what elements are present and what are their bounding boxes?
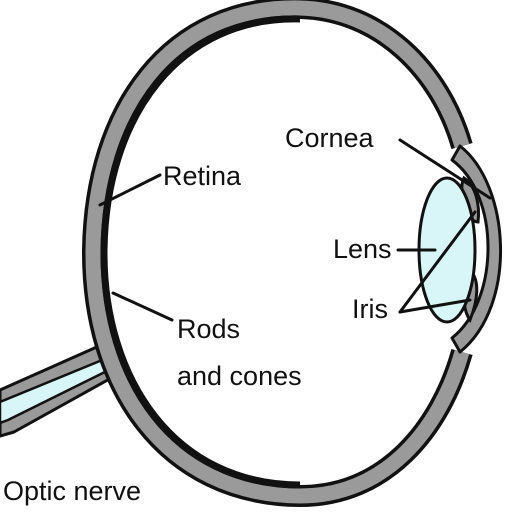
lens-label: Lens (333, 234, 392, 264)
iris-leader-2 (398, 298, 472, 314)
rods-label-line2: and cones (177, 361, 302, 391)
eyeball (81, 0, 473, 508)
leader-lines (98, 138, 492, 322)
optic-nerve-label: Optic nerve (3, 476, 141, 506)
iris-leader-1 (398, 210, 477, 314)
retina-label: Retina (163, 161, 242, 191)
retina-layer (100, 15, 301, 489)
cornea-label: Cornea (285, 123, 375, 153)
iris-label: Iris (352, 294, 388, 324)
optic-nerve (0, 340, 124, 438)
rods-leader (111, 291, 174, 322)
retina-leader (98, 173, 162, 207)
rods-label-line1: Rods (177, 314, 240, 344)
cornea-leader (398, 138, 492, 200)
